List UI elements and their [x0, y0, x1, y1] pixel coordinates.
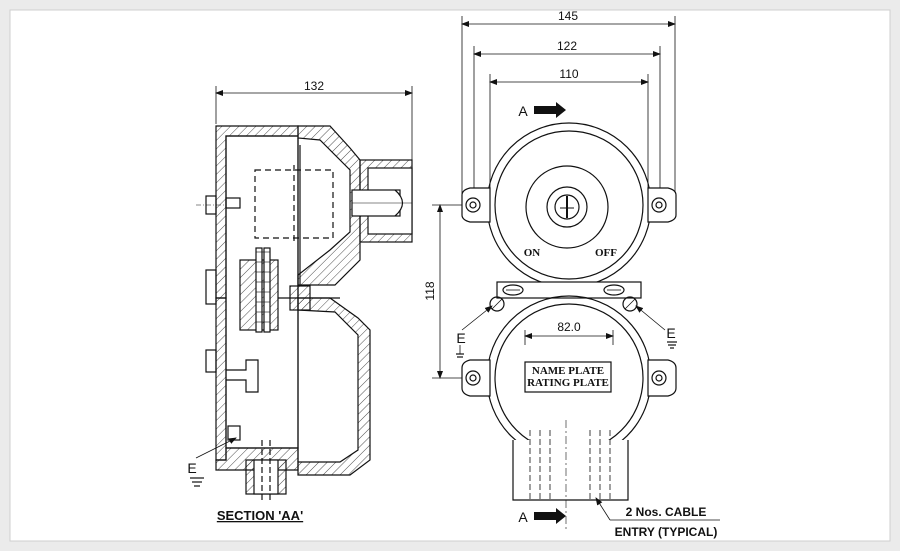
dim-mount: 122 — [557, 39, 577, 53]
switch-off-label: OFF — [595, 247, 617, 259]
section-arrow-bottom — [534, 508, 566, 524]
cable-note-line2: ENTRY (TYPICAL) — [615, 525, 718, 539]
rating-plate-label: RATING PLATE — [527, 377, 609, 389]
section-view — [190, 86, 413, 500]
section-title: SECTION 'AA' — [217, 508, 303, 523]
section-marker-top: A — [518, 103, 528, 119]
front-view — [432, 16, 720, 530]
earth-label-left: E — [456, 330, 465, 346]
dim-overall: 145 — [558, 9, 578, 23]
earth-label-right: E — [666, 325, 675, 341]
section-arrow-top — [534, 102, 566, 118]
section-earth-label: E — [187, 460, 196, 476]
dim-body: 110 — [559, 67, 578, 81]
switch-on-label: ON — [524, 247, 541, 259]
dim-height: 118 — [423, 281, 437, 300]
cable-note-line1: 2 Nos. CABLE — [626, 505, 707, 519]
drawing-panel — [9, 9, 891, 542]
section-marker-bottom: A — [518, 509, 528, 525]
dim-window: 82.0 — [557, 320, 581, 334]
name-plate-label: NAME PLATE — [532, 365, 604, 377]
section-width-dim: 132 — [304, 79, 324, 93]
